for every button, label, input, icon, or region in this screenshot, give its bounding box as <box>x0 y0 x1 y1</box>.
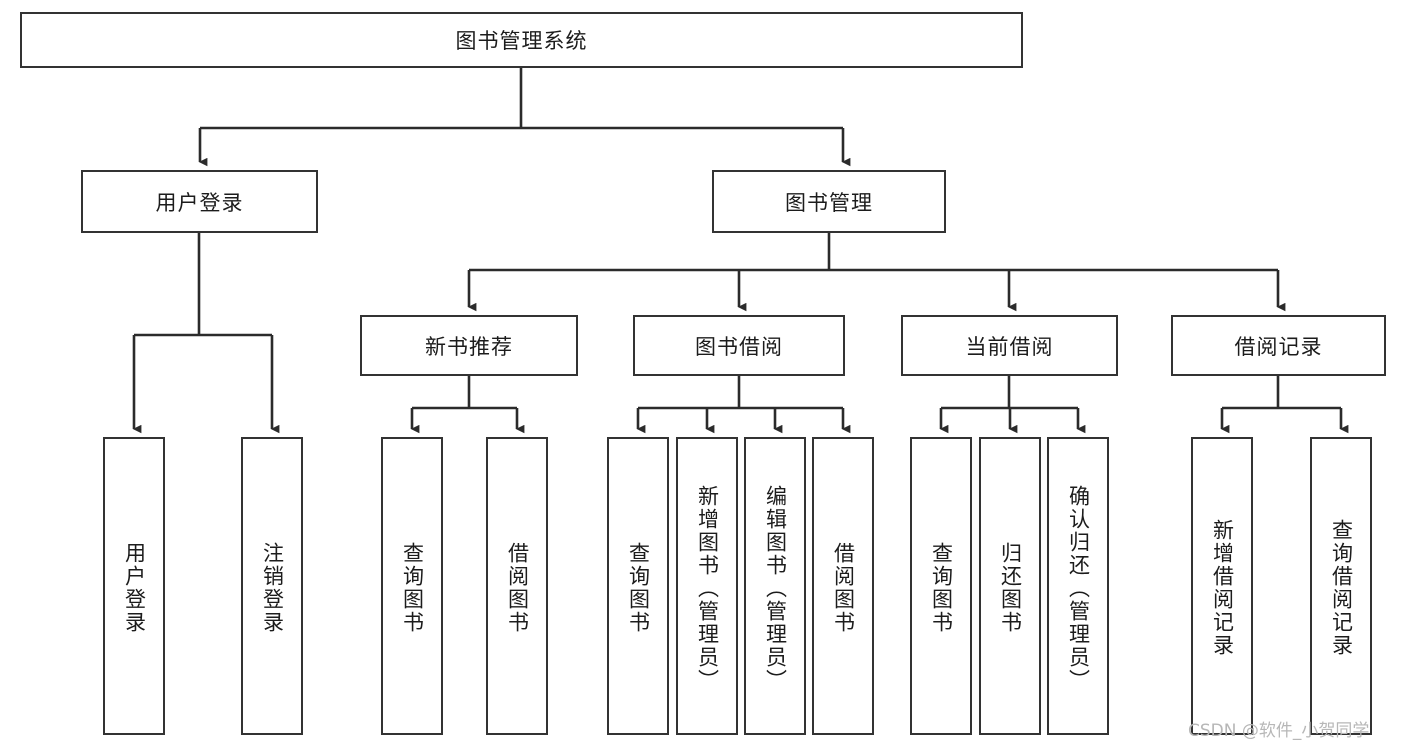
leaf-borrow-query-book[interactable]: 查询图书 <box>607 437 669 735</box>
leaf-user-login-logout[interactable]: 注销登录 <box>241 437 303 735</box>
node-book-management[interactable]: 图书管理 <box>712 170 946 233</box>
leaf-label: 用户登录 <box>122 542 147 634</box>
leaf-label: 新增图书（管理员） <box>695 484 720 692</box>
leaf-label: 借阅图书 <box>505 542 530 634</box>
node-borrow-record-label: 借阅记录 <box>1234 334 1323 359</box>
node-root-label: 图书管理系统 <box>455 29 588 53</box>
leaf-label: 编辑图书（管理员） <box>763 484 788 692</box>
leaf-record-query-record[interactable]: 查询借阅记录 <box>1310 437 1372 735</box>
leaf-label: 新增借阅记录 <box>1210 519 1235 657</box>
leaf-borrow-borrow-book[interactable]: 借阅图书 <box>812 437 874 735</box>
node-user-login-label: 用户登录 <box>155 190 244 215</box>
leaf-record-add-record[interactable]: 新增借阅记录 <box>1191 437 1253 735</box>
node-book-borrow[interactable]: 图书借阅 <box>633 315 845 376</box>
node-current-borrow-label: 当前借阅 <box>965 334 1054 359</box>
leaf-label: 归还图书 <box>998 542 1023 634</box>
node-current-borrow[interactable]: 当前借阅 <box>901 315 1118 376</box>
node-new-book-recommend[interactable]: 新书推荐 <box>360 315 578 376</box>
leaf-label: 查询图书 <box>400 542 425 634</box>
node-book-management-label: 图书管理 <box>785 190 873 215</box>
node-root[interactable]: 图书管理系统 <box>20 12 1023 68</box>
leaf-new-book-borrow[interactable]: 借阅图书 <box>486 437 548 735</box>
leaf-label: 查询图书 <box>929 542 954 634</box>
leaf-current-query-book[interactable]: 查询图书 <box>910 437 972 735</box>
node-book-borrow-label: 图书借阅 <box>695 334 783 359</box>
leaf-label: 查询图书 <box>626 542 651 634</box>
node-user-login[interactable]: 用户登录 <box>81 170 318 233</box>
leaf-label: 借阅图书 <box>831 542 856 634</box>
watermark: CSDN @软件_小贺同学 <box>1188 721 1370 741</box>
leaf-borrow-edit-book[interactable]: 编辑图书（管理员） <box>744 437 806 735</box>
leaf-label: 确认归还（管理员） <box>1066 484 1091 692</box>
leaf-current-confirm-return[interactable]: 确认归还（管理员） <box>1047 437 1109 735</box>
leaf-current-return-book[interactable]: 归还图书 <box>979 437 1041 735</box>
node-borrow-record[interactable]: 借阅记录 <box>1171 315 1386 376</box>
leaf-label: 注销登录 <box>260 542 285 634</box>
leaf-borrow-add-book[interactable]: 新增图书（管理员） <box>676 437 738 735</box>
leaf-user-login-login[interactable]: 用户登录 <box>103 437 165 735</box>
node-new-book-recommend-label: 新书推荐 <box>425 334 513 359</box>
leaf-label: 查询借阅记录 <box>1329 519 1354 657</box>
leaf-new-book-query[interactable]: 查询图书 <box>381 437 443 735</box>
